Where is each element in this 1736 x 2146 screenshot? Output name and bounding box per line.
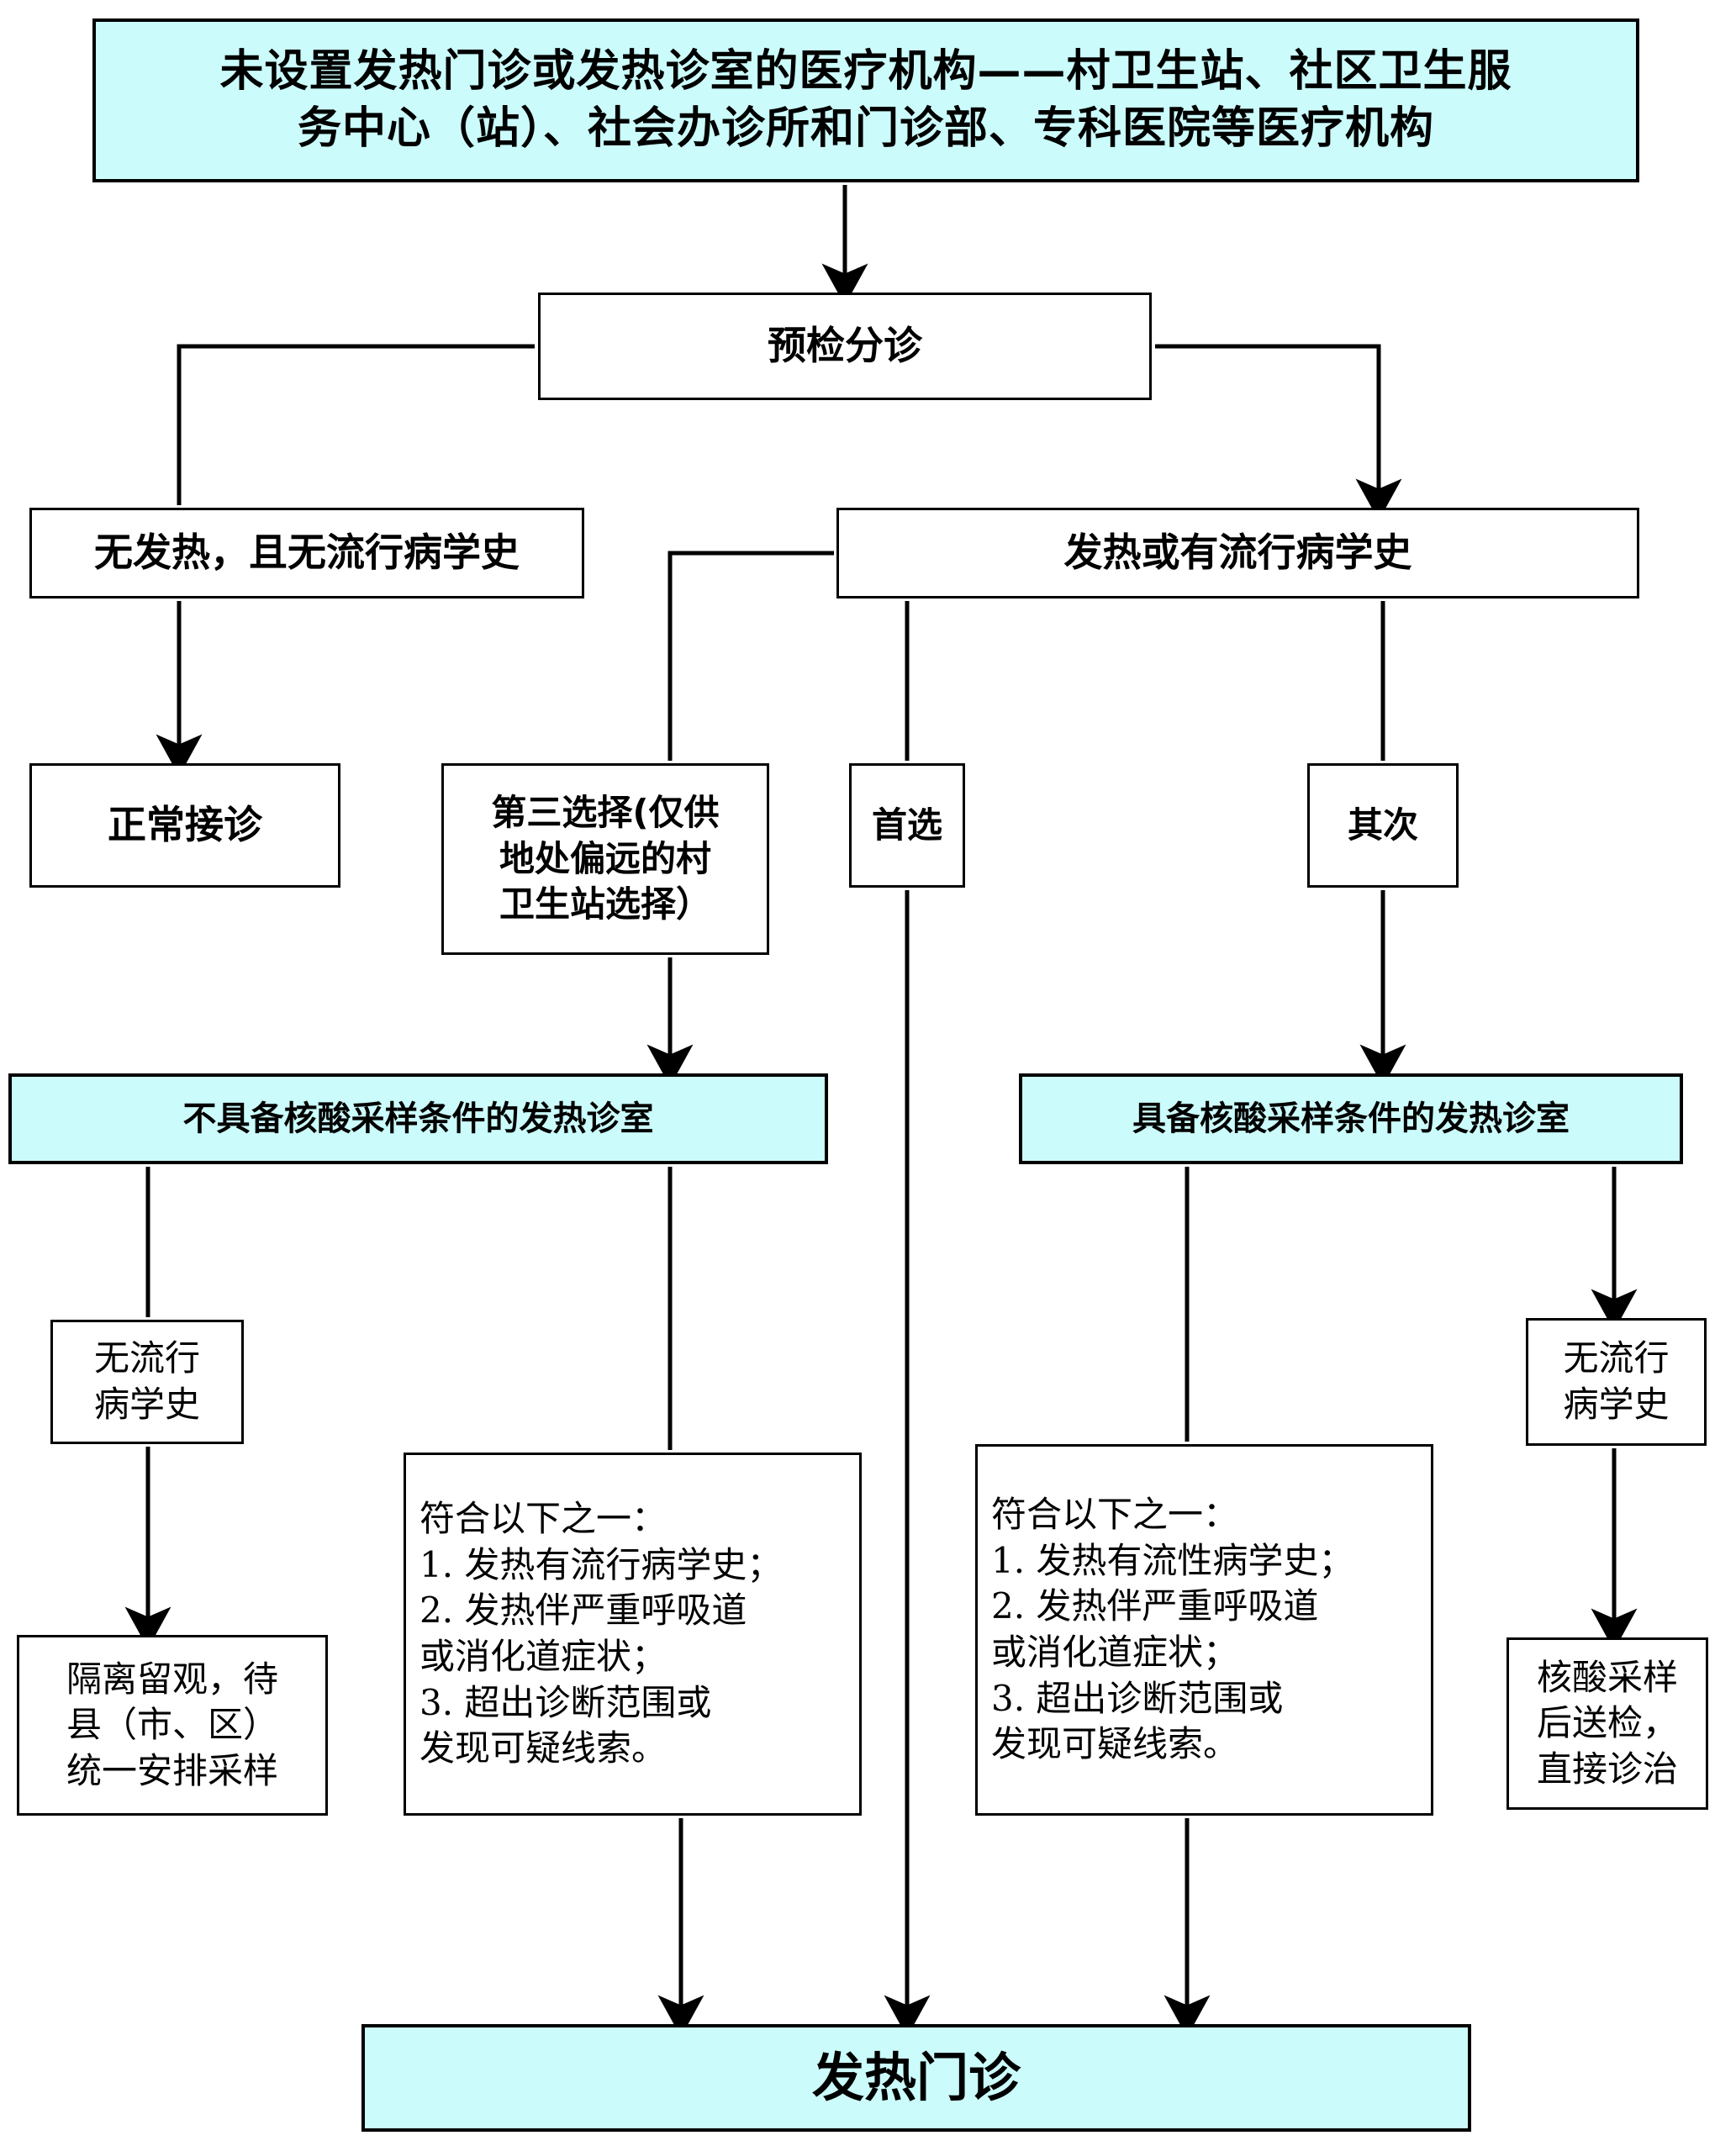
edge-triage-fever — [1155, 344, 1402, 521]
node-first-choice-label: 首选 — [871, 804, 942, 846]
node-swab-send-label: 核酸采样 后送检， 直接诊治 — [1536, 1656, 1678, 1790]
node-no-epi-right-label: 无流行 病学史 — [1563, 1337, 1670, 1425]
node-no-fever-label: 无发热，且无流行病学史 — [94, 530, 520, 576]
node-isolate-observe-label: 隔离留观，待 县（市、区） 统一安排采样 — [66, 1658, 278, 1791]
node-triage: 预检分诊 — [538, 293, 1152, 400]
node-criteria-left: 符合以下之一： 1. 发热有流行病学史； 2. 发热伴严重呼吸道 或消化道症状；… — [404, 1453, 862, 1816]
node-isolate-observe: 隔离留观，待 县（市、区） 统一安排采样 — [17, 1635, 328, 1816]
node-criteria-right-label: 符合以下之一： 1. 发热有流性病学史； 2. 发热伴严重呼吸道 或消化道症状；… — [991, 1494, 1354, 1765]
node-fever-clinic-label: 发热门诊 — [811, 2046, 1021, 2108]
node-second-choice: 其次 — [1307, 763, 1459, 888]
node-no-epi-right: 无流行 病学史 — [1526, 1318, 1707, 1446]
node-swab-send: 核酸采样 后送检， 直接诊治 — [1506, 1637, 1708, 1810]
node-room-with-swab-label: 具备核酸采样条件的发热诊室 — [1132, 1099, 1570, 1138]
node-room-no-swab: 不具备核酸采样条件的发热诊室 — [8, 1073, 828, 1164]
node-fever-clinic: 发热门诊 — [361, 2024, 1471, 2132]
node-normal-visit-label: 正常接诊 — [108, 802, 262, 848]
node-no-epi-left-label: 无流行 病学史 — [93, 1337, 200, 1425]
node-normal-visit: 正常接诊 — [29, 763, 340, 888]
node-no-fever: 无发热，且无流行病学史 — [29, 508, 584, 598]
node-room-with-swab: 具备核酸采样条件的发热诊室 — [1019, 1073, 1683, 1164]
node-room-no-swab-label: 不具备核酸采样条件的发热诊室 — [182, 1099, 654, 1138]
node-third-choice-label: 第三选择(仅供 地处偏远的村 卫生站选择） — [491, 792, 720, 925]
node-header: 未设置发热门诊或发热诊室的医疗机构——村卫生站、社区卫生服 务中心（站）、社会办… — [92, 18, 1639, 182]
edge-triage-nofever — [177, 344, 535, 505]
node-criteria-right: 符合以下之一： 1. 发热有流性病学史； 2. 发热伴严重呼吸道 或消化道症状；… — [975, 1444, 1433, 1816]
node-fever-label: 发热或有流行病学史 — [1063, 530, 1412, 576]
node-third-choice: 第三选择(仅供 地处偏远的村 卫生站选择） — [441, 763, 769, 955]
node-fever: 发热或有流行病学史 — [836, 508, 1639, 598]
node-second-choice-label: 其次 — [1347, 804, 1418, 846]
node-first-choice: 首选 — [849, 763, 965, 888]
node-no-epi-left: 无流行 病学史 — [50, 1320, 244, 1444]
edge-fever-third — [667, 551, 834, 761]
node-criteria-left-label: 符合以下之一： 1. 发热有流行病学史； 2. 发热伴严重呼吸道 或消化道症状；… — [419, 1498, 783, 1769]
node-triage-label: 预检分诊 — [768, 323, 922, 369]
node-header-label: 未设置发热门诊或发热诊室的医疗机构——村卫生站、社区卫生服 务中心（站）、社会办… — [219, 45, 1512, 154]
